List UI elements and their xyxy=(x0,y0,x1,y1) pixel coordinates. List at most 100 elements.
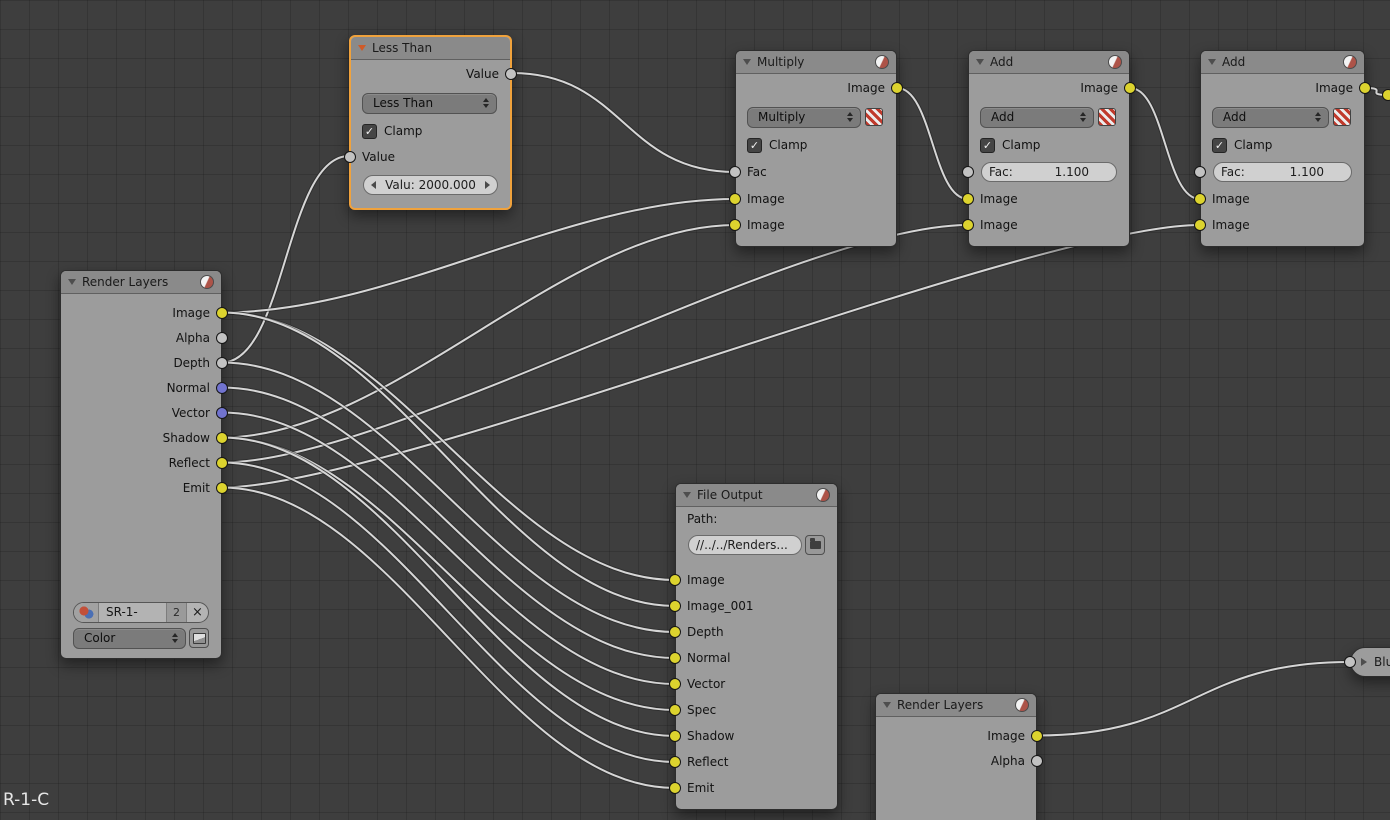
blend-mode-dropdown-value: Add xyxy=(1223,110,1310,124)
clamp-checkbox[interactable]: ✓ xyxy=(1212,138,1227,153)
in-image2-socket[interactable] xyxy=(729,219,741,231)
clamp-checkbox[interactable]: ✓ xyxy=(362,124,377,139)
blend-mode-dropdown[interactable]: Add xyxy=(980,107,1094,128)
out-alpha-socket[interactable] xyxy=(1031,755,1043,767)
in-fac[interactable]: Fac:1.100 xyxy=(981,162,1117,182)
out-image-socket[interactable] xyxy=(891,82,903,94)
render-layer-button[interactable] xyxy=(189,628,209,648)
scene-name-field[interactable]: SR-1- xyxy=(99,603,166,622)
out-reflect-socket[interactable] xyxy=(216,457,228,469)
material-preview-icon[interactable] xyxy=(1343,55,1357,69)
image-icon xyxy=(193,633,206,644)
scene-datablock-button[interactable] xyxy=(74,603,99,622)
collapse-toggle-icon[interactable] xyxy=(976,59,984,65)
out-depth-socket[interactable] xyxy=(216,357,228,369)
in-vector-socket[interactable] xyxy=(669,678,681,690)
collapse-toggle-icon[interactable] xyxy=(883,702,891,708)
use-alpha-toggle-icon[interactable] xyxy=(865,108,883,126)
node-header[interactable]: Render Layers xyxy=(876,694,1036,717)
collapse-toggle-icon[interactable] xyxy=(1361,658,1367,666)
loose-image-socket[interactable] xyxy=(1382,89,1390,101)
out-vector-label: Vector xyxy=(172,406,210,420)
in-fac[interactable]: Fac:1.100 xyxy=(1213,162,1352,182)
in-socket[interactable] xyxy=(1344,656,1356,668)
node-blur[interactable]: Blur xyxy=(1350,647,1390,677)
out-value-socket[interactable] xyxy=(505,68,517,80)
node-fo[interactable]: File OutputPath://../../Renders...ImageI… xyxy=(675,483,838,810)
in-image1-socket[interactable] xyxy=(962,193,974,205)
value-field-text: Valu: 2000.000 xyxy=(376,178,485,192)
in-image001-socket[interactable] xyxy=(669,600,681,612)
in-emit-socket[interactable] xyxy=(669,782,681,794)
operation-dropdown[interactable]: Less Than xyxy=(362,93,497,114)
material-preview-icon[interactable] xyxy=(1015,698,1029,712)
clamp-checkbox[interactable]: ✓ xyxy=(747,138,762,153)
material-preview-icon[interactable] xyxy=(875,55,889,69)
collapse-toggle-icon[interactable] xyxy=(68,279,76,285)
out-vector-socket[interactable] xyxy=(216,407,228,419)
user-count-button[interactable]: 2 xyxy=(166,603,186,622)
path-field[interactable]: //../../Renders... xyxy=(688,535,802,555)
in-fac-label: Fac: xyxy=(1221,165,1245,179)
use-alpha-toggle-icon[interactable] xyxy=(1098,108,1116,126)
node-header[interactable]: Render Layers xyxy=(61,271,221,294)
layer-dropdown[interactable]: Color xyxy=(73,628,186,649)
in-image-socket[interactable] xyxy=(669,574,681,586)
material-preview-icon[interactable] xyxy=(200,275,214,289)
in-image1-socket[interactable] xyxy=(1194,193,1206,205)
in-fac-label: Fac xyxy=(747,165,767,179)
out-image-socket[interactable] xyxy=(1359,82,1371,94)
clamp-checkbox[interactable]: ✓ xyxy=(980,138,995,153)
collapse-toggle-icon[interactable] xyxy=(1208,59,1216,65)
in-fac-socket[interactable] xyxy=(962,166,974,178)
out-image-socket[interactable] xyxy=(1031,730,1043,742)
node-header[interactable]: Add xyxy=(969,51,1129,74)
in-value-socket[interactable] xyxy=(344,151,356,163)
file-browse-button[interactable] xyxy=(805,535,825,555)
in-spec-socket[interactable] xyxy=(669,704,681,716)
node-title: Render Layers xyxy=(897,698,1009,712)
collapse-toggle-icon[interactable] xyxy=(683,492,691,498)
material-preview-icon[interactable] xyxy=(816,488,830,502)
in-depth-socket[interactable] xyxy=(669,626,681,638)
in-reflect-socket[interactable] xyxy=(669,756,681,768)
in-fac-socket[interactable] xyxy=(1194,166,1206,178)
out-emit-socket[interactable] xyxy=(216,482,228,494)
node-add1[interactable]: AddImageAdd✓ClampFac:1.100ImageImage xyxy=(968,50,1130,247)
in-image2-socket[interactable] xyxy=(962,219,974,231)
node-add2[interactable]: AddImageAdd✓ClampFac:1.100ImageImage xyxy=(1200,50,1365,247)
node-title: Render Layers xyxy=(82,275,194,289)
scene-selector[interactable]: SR-1-2× xyxy=(73,602,209,623)
unlink-button[interactable]: × xyxy=(186,603,208,622)
node-rl1[interactable]: Render LayersImageAlphaDepthNormalVector… xyxy=(60,270,222,659)
out-image-socket[interactable] xyxy=(216,307,228,319)
out-alpha-socket[interactable] xyxy=(216,332,228,344)
material-preview-icon[interactable] xyxy=(1108,55,1122,69)
collapse-toggle-icon[interactable] xyxy=(743,59,751,65)
node-rl2[interactable]: Render LayersImageAlpha xyxy=(875,693,1037,820)
clamp-label: Clamp xyxy=(769,138,807,152)
in-image1-socket[interactable] xyxy=(729,193,741,205)
increment-arrow-icon[interactable] xyxy=(485,181,490,189)
blend-mode-dropdown[interactable]: Add xyxy=(1212,107,1329,128)
stepper-arrows-icon xyxy=(172,633,178,643)
use-alpha-toggle-icon[interactable] xyxy=(1333,108,1351,126)
node-header[interactable]: File Output xyxy=(676,484,837,507)
node-title: Add xyxy=(1222,55,1337,69)
out-image-socket[interactable] xyxy=(1124,82,1136,94)
in-fac-socket[interactable] xyxy=(729,166,741,178)
in-shadow-socket[interactable] xyxy=(669,730,681,742)
node-lessthan[interactable]: Less ThanValueLess Than✓ClampValueValu: … xyxy=(349,35,512,210)
blend-mode-dropdown[interactable]: Multiply xyxy=(747,107,861,128)
node-header[interactable]: Multiply xyxy=(736,51,896,74)
collapse-toggle-icon[interactable] xyxy=(358,45,366,51)
node-header[interactable]: Less Than xyxy=(351,37,510,60)
value-field[interactable]: Valu: 2000.000 xyxy=(363,175,498,195)
node-mul[interactable]: MultiplyImageMultiply✓ClampFacImageImage xyxy=(735,50,897,247)
node-header[interactable]: Add xyxy=(1201,51,1364,74)
in-image2-socket[interactable] xyxy=(1194,219,1206,231)
out-normal-socket[interactable] xyxy=(216,382,228,394)
in-normal-socket[interactable] xyxy=(669,652,681,664)
out-shadow-socket[interactable] xyxy=(216,432,228,444)
